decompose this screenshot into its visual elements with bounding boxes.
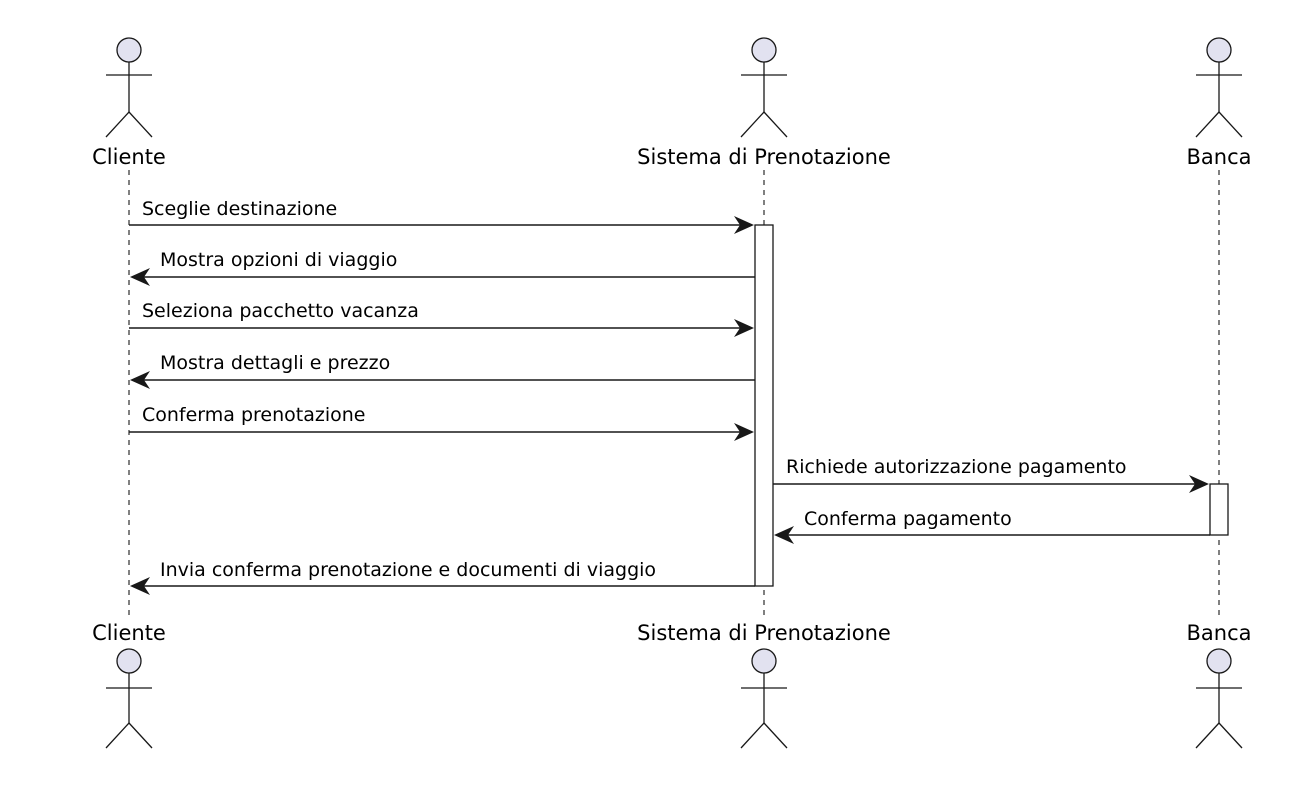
message-label: Mostra dettagli e prezzo	[160, 352, 390, 374]
message-label: Invia conferma prenotazione e documenti …	[160, 559, 656, 581]
actor-name: Sistema di Prenotazione	[637, 621, 891, 645]
message-label: Conferma prenotazione	[142, 404, 366, 426]
actor-sistema-bottom: Sistema di Prenotazione	[637, 621, 891, 749]
actor-banca-bottom: Banca	[1187, 621, 1252, 749]
message-2: Mostra opzioni di viaggio	[130, 249, 755, 286]
message-label: Mostra opzioni di viaggio	[160, 249, 397, 271]
actor-sistema-top: Sistema di Prenotazione	[637, 37, 891, 169]
arrow-left-icon	[774, 526, 794, 544]
actor-banca-top: Banca	[1187, 37, 1252, 169]
actor-name: Cliente	[92, 621, 166, 645]
stick-figure-icon	[1195, 648, 1243, 749]
stick-figure-icon	[105, 37, 153, 138]
actor-name: Banca	[1187, 621, 1252, 645]
message-7: Conferma pagamento	[774, 508, 1210, 544]
stick-figure-icon	[1195, 37, 1243, 138]
message-1: Sceglie destinazione	[129, 198, 754, 234]
stick-figure-icon	[740, 37, 788, 138]
stick-figure-icon	[740, 648, 788, 749]
arrow-right-icon	[1189, 475, 1209, 493]
message-3: Seleziona pacchetto vacanza	[129, 300, 754, 337]
arrow-left-icon	[130, 268, 150, 286]
actor-cliente-top: Cliente	[92, 37, 166, 169]
message-label: Seleziona pacchetto vacanza	[142, 300, 419, 322]
arrow-left-icon	[130, 577, 150, 595]
message-label: Conferma pagamento	[804, 508, 1012, 530]
stick-figure-icon	[105, 648, 153, 749]
message-8: Invia conferma prenotazione e documenti …	[130, 559, 755, 595]
arrow-right-icon	[734, 423, 754, 441]
arrow-right-icon	[734, 319, 754, 337]
arrow-left-icon	[130, 371, 150, 389]
message-5: Conferma prenotazione	[129, 404, 754, 441]
arrow-right-icon	[734, 216, 754, 234]
message-4: Mostra dettagli e prezzo	[130, 352, 755, 389]
message-label: Sceglie destinazione	[142, 198, 337, 220]
actor-cliente-bottom: Cliente	[92, 621, 166, 749]
actor-name: Banca	[1187, 145, 1252, 169]
actor-name: Sistema di Prenotazione	[637, 145, 891, 169]
message-6: Richiede autorizzazione pagamento	[773, 456, 1209, 493]
activation-sistema	[754, 224, 774, 587]
actor-name: Cliente	[92, 145, 166, 169]
message-label: Richiede autorizzazione pagamento	[786, 456, 1127, 478]
activation-banca	[1209, 483, 1229, 536]
